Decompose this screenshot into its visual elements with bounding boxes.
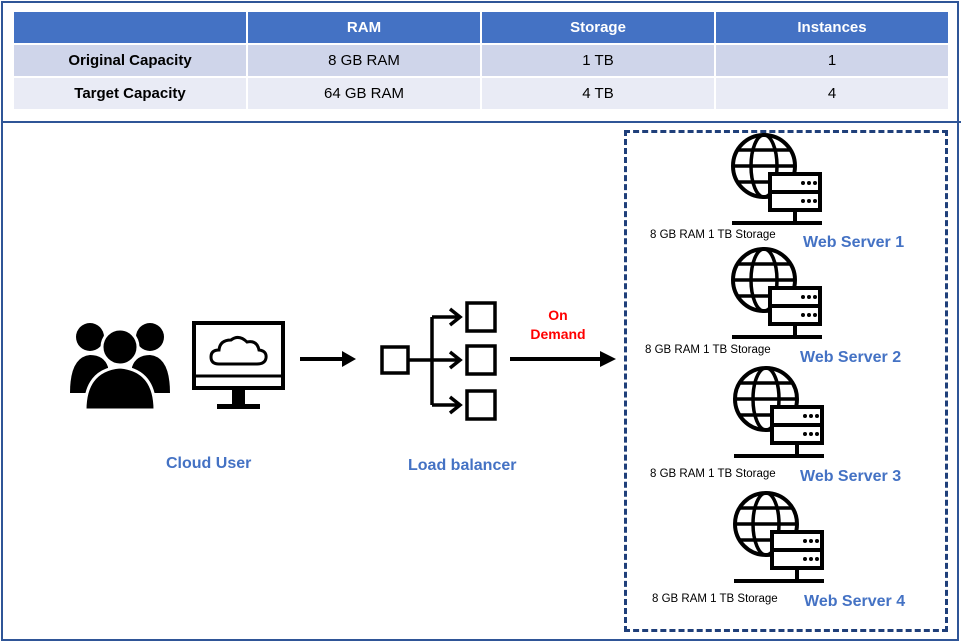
- header-ram: RAM: [248, 12, 480, 43]
- cell-instances: 4: [716, 78, 948, 109]
- web-server-icon: [731, 247, 822, 339]
- section-divider: [1, 121, 961, 123]
- server-spec: 8 GB RAM 1 TB Storage: [650, 229, 776, 241]
- cell-storage: 4 TB: [482, 78, 714, 109]
- cell-ram: 8 GB RAM: [248, 45, 480, 76]
- cloud-user-label: Cloud User: [166, 455, 252, 472]
- server-name: Web Server 3: [800, 468, 902, 485]
- web-server-icon: [733, 366, 824, 458]
- web-servers-group: [624, 130, 948, 632]
- web-server-icon: [731, 133, 822, 225]
- row-label-original: Original Capacity: [14, 45, 246, 76]
- capacity-table: RAM Storage Instances Original Capacity …: [12, 10, 950, 111]
- header-storage: Storage: [482, 12, 714, 43]
- load-balancer-icon: [380, 301, 497, 421]
- header-instances: Instances: [716, 12, 948, 43]
- on-demand-line2: Demand: [530, 326, 586, 342]
- arrow-to-load-balancer: [300, 351, 356, 367]
- on-demand-line1: On: [548, 307, 568, 323]
- cloud-monitor-icon: [192, 321, 285, 409]
- server-name: Web Server 4: [804, 593, 906, 610]
- server-name: Web Server 2: [800, 349, 902, 366]
- server-spec: 8 GB RAM 1 TB Storage: [645, 344, 771, 356]
- server-spec: 8 GB RAM 1 TB Storage: [652, 593, 778, 605]
- row-label-target: Target Capacity: [14, 78, 246, 109]
- web-server-icon: [733, 491, 824, 583]
- users-group-icon: [70, 323, 170, 412]
- load-balancer-label: Load balancer: [408, 457, 517, 474]
- server-spec: 8 GB RAM 1 TB Storage: [650, 468, 776, 480]
- cell-instances: 1: [716, 45, 948, 76]
- table-row: Target Capacity 64 GB RAM 4 TB 4: [14, 78, 948, 109]
- arrow-to-servers: [510, 351, 616, 367]
- server-name: Web Server 1: [803, 234, 905, 251]
- cell-ram: 64 GB RAM: [248, 78, 480, 109]
- table-row: Original Capacity 8 GB RAM 1 TB 1: [14, 45, 948, 76]
- table-header-row: RAM Storage Instances: [14, 12, 948, 43]
- cell-storage: 1 TB: [482, 45, 714, 76]
- on-demand-label: On Demand: [518, 306, 598, 344]
- header-empty: [14, 12, 246, 43]
